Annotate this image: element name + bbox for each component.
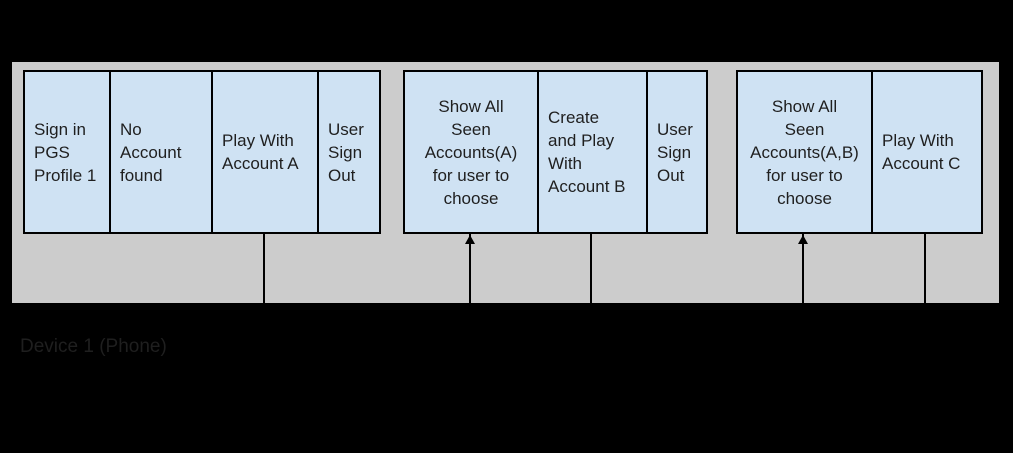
state-box-label: Create and Play With Account B [548, 108, 626, 196]
state-box-label: User Sign Out [328, 119, 364, 185]
timeline-connector-play-with-account-c [924, 234, 926, 303]
arrow-up-icon [798, 235, 808, 244]
state-box-show-all-seen-accounts-a: Show All Seen Accounts(A) for user to ch… [405, 72, 539, 232]
flow-group-session-2: Show All Seen Accounts(A) for user to ch… [403, 70, 708, 234]
flow-group-session-1: Sign in PGS Profile 1 No Account found P… [23, 70, 381, 234]
state-box-user-sign-out-2: User Sign Out [648, 72, 706, 232]
state-box-user-sign-out-1: User Sign Out [319, 72, 379, 232]
timeline-connector-show-all-seen-accounts-a-b [802, 234, 804, 303]
state-box-label: No Account found [120, 119, 182, 185]
flow-group-session-3: Show All Seen Accounts(A,B) for user to … [736, 70, 983, 234]
state-box-label: Play With Account C [882, 131, 961, 173]
state-box-create-and-play-with-account-b: Create and Play With Account B [539, 72, 648, 232]
timeline-connector-show-all-seen-accounts-a [469, 234, 471, 303]
state-box-play-with-account-c: Play With Account C [873, 72, 981, 232]
state-box-label: Sign in PGS Profile 1 [34, 119, 97, 185]
timeline-connector-create-and-play-account-b [590, 234, 592, 303]
arrow-up-icon [465, 235, 475, 244]
state-box-label: Show All Seen Accounts(A,B) for user to … [750, 96, 859, 208]
state-box-play-with-account-a: Play With Account A [213, 72, 319, 232]
timeline-connector-play-with-account-a [263, 234, 265, 303]
device-1-lane: Sign in PGS Profile 1 No Account found P… [12, 62, 999, 357]
state-box-show-all-seen-accounts-a-b: Show All Seen Accounts(A,B) for user to … [738, 72, 873, 232]
state-box-label: Play With Account A [222, 131, 299, 173]
state-box-no-account-found: No Account found [111, 72, 213, 232]
device-label: Device 1 (Phone) [20, 336, 167, 357]
state-box-sign-in-pgs-profile-1: Sign in PGS Profile 1 [25, 72, 111, 232]
state-box-label: Show All Seen Accounts(A) for user to ch… [424, 96, 518, 208]
state-box-label: User Sign Out [657, 119, 693, 185]
